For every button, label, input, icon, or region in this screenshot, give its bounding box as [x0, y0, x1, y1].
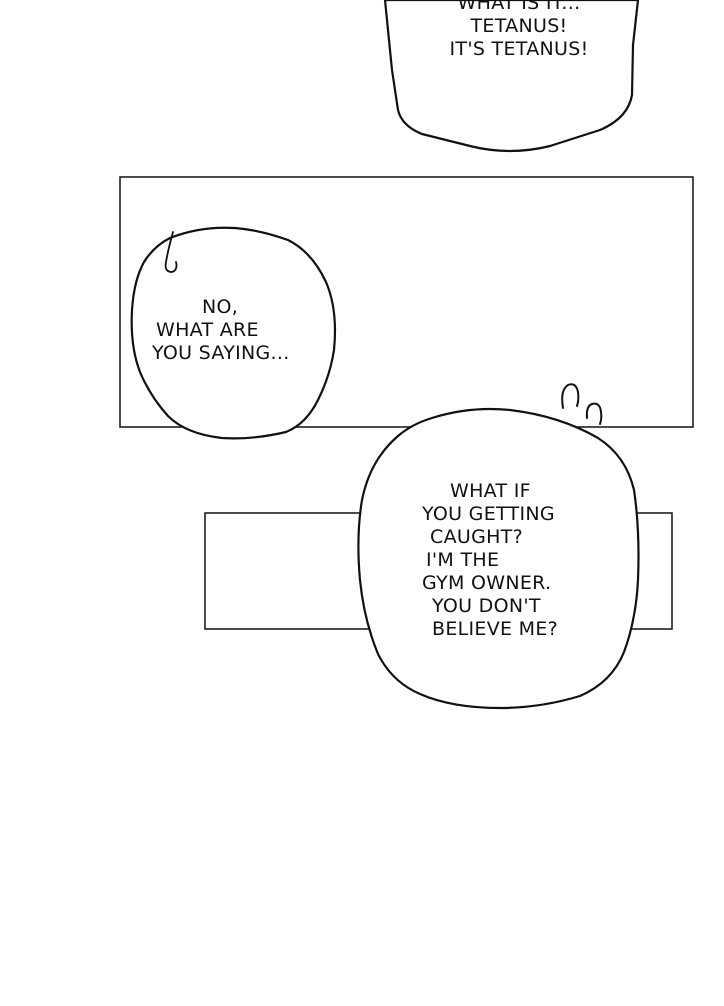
- speech-line: WHAT IS IT...: [457, 0, 581, 14]
- speech-line: IT'S TETANUS!: [449, 38, 589, 60]
- speech-line: YOU SAYING...: [152, 342, 290, 364]
- speech-text-top: WHAT IS IT... TETANUS! IT'S TETANUS!: [424, 0, 614, 61]
- doodle-mark-right: [585, 402, 603, 425]
- speech-line: YOU DON'T: [432, 595, 541, 617]
- speech-line: TETANUS!: [470, 15, 568, 37]
- speech-line: WHAT IF: [450, 480, 531, 502]
- sweat-mark: [164, 231, 178, 273]
- speech-line: NO,: [202, 296, 239, 318]
- speech-line: GYM OWNER.: [422, 572, 552, 594]
- speech-text-bottom: WHAT IF YOU GETTING CAUGHT? I'M THE GYM …: [422, 480, 622, 641]
- speech-bubble-middle: [130, 226, 337, 440]
- speech-bubble-bottom: [357, 407, 640, 710]
- speech-bubble-top: [383, 0, 640, 153]
- speech-line: WHAT ARE: [156, 319, 259, 341]
- speech-text-middle: NO, WHAT ARE YOU SAYING...: [152, 296, 332, 365]
- speech-line: CAUGHT?: [430, 526, 523, 548]
- speech-line: BELIEVE ME?: [432, 618, 559, 640]
- speech-line: YOU GETTING: [422, 503, 555, 525]
- doodle-mark-left: [561, 383, 580, 409]
- speech-line: I'M THE: [426, 549, 500, 571]
